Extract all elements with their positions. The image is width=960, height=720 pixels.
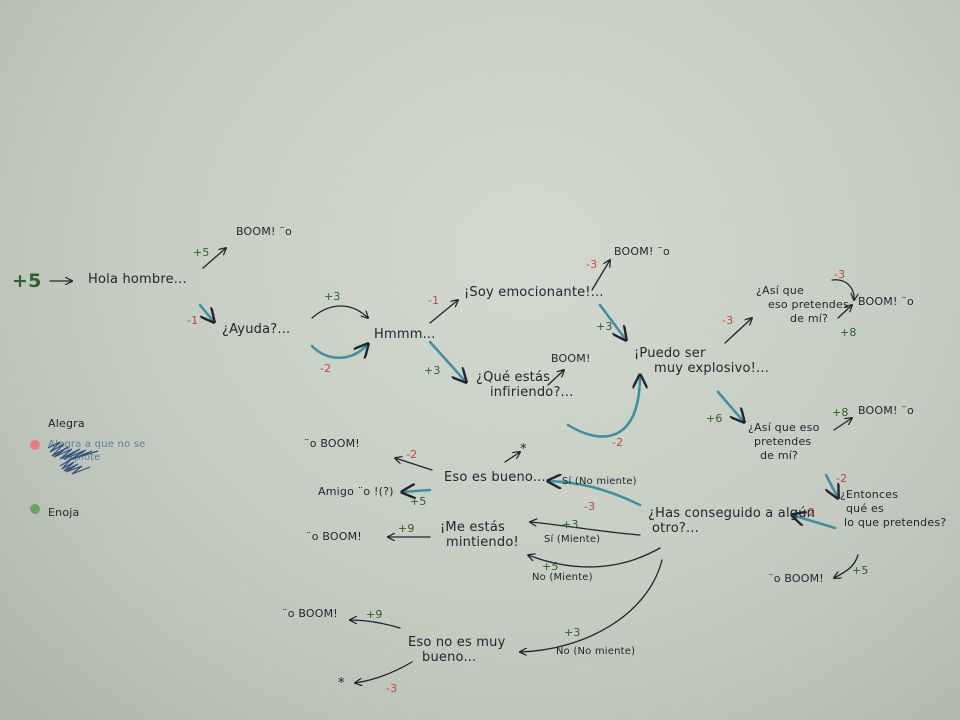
arrow-has-mintiendo-b [528, 547, 661, 568]
node-boom-8: ¨o BOOM! [306, 530, 362, 543]
edge-si-no-miente-value: -3 [584, 500, 596, 513]
edge-hmm-que-value: +3 [424, 364, 441, 377]
edge-mintiendo-boom-value: +9 [398, 522, 415, 535]
edge-no-miente-value: +5 [542, 560, 559, 573]
arrow-has-eso-no [520, 559, 663, 652]
node-boom-7: ¨o BOOM! [304, 437, 360, 450]
edge-soy-boom-value: -3 [586, 258, 598, 271]
legend-anger-dot [30, 504, 40, 514]
edge-si-miente-value: +3 [562, 518, 579, 531]
node-boom-6: ¨o BOOM! [768, 572, 824, 585]
node-boom-4: BOOM! ¨o [858, 295, 914, 308]
edge-no-no-miente-value: +3 [564, 626, 581, 639]
arrow-bueno-boom [395, 458, 433, 471]
node-boom-1: BOOM! ¨o [236, 225, 292, 238]
node-boom-5: BOOM! ¨o [858, 404, 914, 417]
arrow-que-puedo [566, 375, 640, 438]
arrow-puedo-asi-top [724, 318, 752, 344]
arrow-que-boom [547, 370, 564, 386]
edge-soy-puedo-value: +3 [596, 320, 613, 333]
scribble-marks [47, 441, 99, 475]
edge-si-no-miente: Sí (No miente) [562, 476, 637, 487]
legend-anger-label: Enoja [48, 506, 80, 519]
edge-eso-no-asterisk-value: -3 [386, 682, 398, 695]
edge-que-puedo-value: -2 [612, 436, 624, 449]
edge-entonces-boom-value: +5 [852, 564, 869, 577]
edge-ayuda-hmm-top-value: +3 [324, 290, 341, 303]
arrow-ayuda-hmm-top [311, 305, 368, 318]
edge-ayuda-hmm-bottom-value: -2 [320, 362, 332, 375]
arrow-ayuda-hmm-bottom [310, 344, 368, 358]
arrow-asi-top-boom2 [837, 305, 852, 319]
arrow-eso-no-boom [350, 620, 401, 629]
edge-eso-no-boom-value: +9 [366, 608, 383, 621]
edge-asi-mid-boom-value: +8 [832, 406, 849, 419]
arrow-asi-mid-entonces [824, 473, 838, 498]
edge-si-miente: Sí (Miente) [544, 534, 601, 545]
node-boom-2: BOOM! ¨o [614, 245, 670, 258]
arrow-hmm-que [428, 340, 466, 382]
arrow-hola-ayuda [198, 303, 214, 322]
edge-asi-top-boom-a-value: -3 [834, 268, 846, 281]
node-hmm: Hmmm... [374, 327, 436, 342]
arrow-soy-puedo [598, 303, 626, 340]
edge-asi-mid-entonces-value: -2 [836, 472, 848, 485]
start-value: +5 [12, 270, 42, 292]
arrow-hmm-soy [429, 300, 458, 324]
arrow-amigo [402, 490, 432, 492]
arrow-entonces-boom [834, 554, 859, 578]
legend-joy-label: Alegra [48, 417, 85, 430]
node-boom-3: BOOM! [551, 352, 591, 365]
asterisk-eso-no: * [338, 676, 345, 691]
arrow-eso-no-asterisk [355, 661, 413, 683]
node-ayuda: ¿Ayuda?... [222, 322, 291, 337]
edge-puedo-asi-mid-value: +6 [706, 412, 723, 425]
arrow-puedo-asi-mid [716, 390, 744, 422]
edge-hmm-soy-value: -1 [428, 294, 440, 307]
arrow-has-mintiendo-a [530, 522, 641, 536]
node-soy-emocionante: ¡Soy emocionante!... [464, 285, 604, 300]
arrow-asi-mid-boom [833, 418, 852, 431]
arrow-hola-boom [202, 248, 226, 269]
edge-puedo-asi-top-value: -3 [722, 314, 734, 327]
edge-no-no-miente: No (No miente) [556, 646, 636, 657]
arrow-has-eso-bueno [548, 481, 642, 507]
edge-bueno-boom-value: -2 [406, 448, 418, 461]
node-eso-es-bueno: Eso es bueno... [444, 470, 546, 485]
edge-entonces-has-value: -2 [804, 506, 816, 519]
edge-asi-top-boom-b-value: +8 [840, 326, 857, 339]
node-amigo: Amigo ¨o !(?) [318, 485, 394, 498]
legend-joy-dot [30, 440, 40, 450]
arrow-asi-top-boom [831, 279, 854, 300]
edge-hola-boom-value: +5 [193, 246, 210, 259]
arrow-entonces-has [792, 515, 837, 530]
asterisk-bueno: * [520, 442, 527, 457]
edge-amigo-value: +5 [410, 495, 427, 508]
edge-no-miente: No (Miente) [532, 572, 593, 583]
node-hola-hombre: Hola hombre... [88, 272, 187, 287]
arrow-bueno-asterisk [504, 452, 520, 463]
edge-hola-ayuda-value: -1 [187, 314, 199, 327]
arrow-soy-boom [591, 260, 610, 291]
node-boom-9: ¨o BOOM! [282, 607, 338, 620]
